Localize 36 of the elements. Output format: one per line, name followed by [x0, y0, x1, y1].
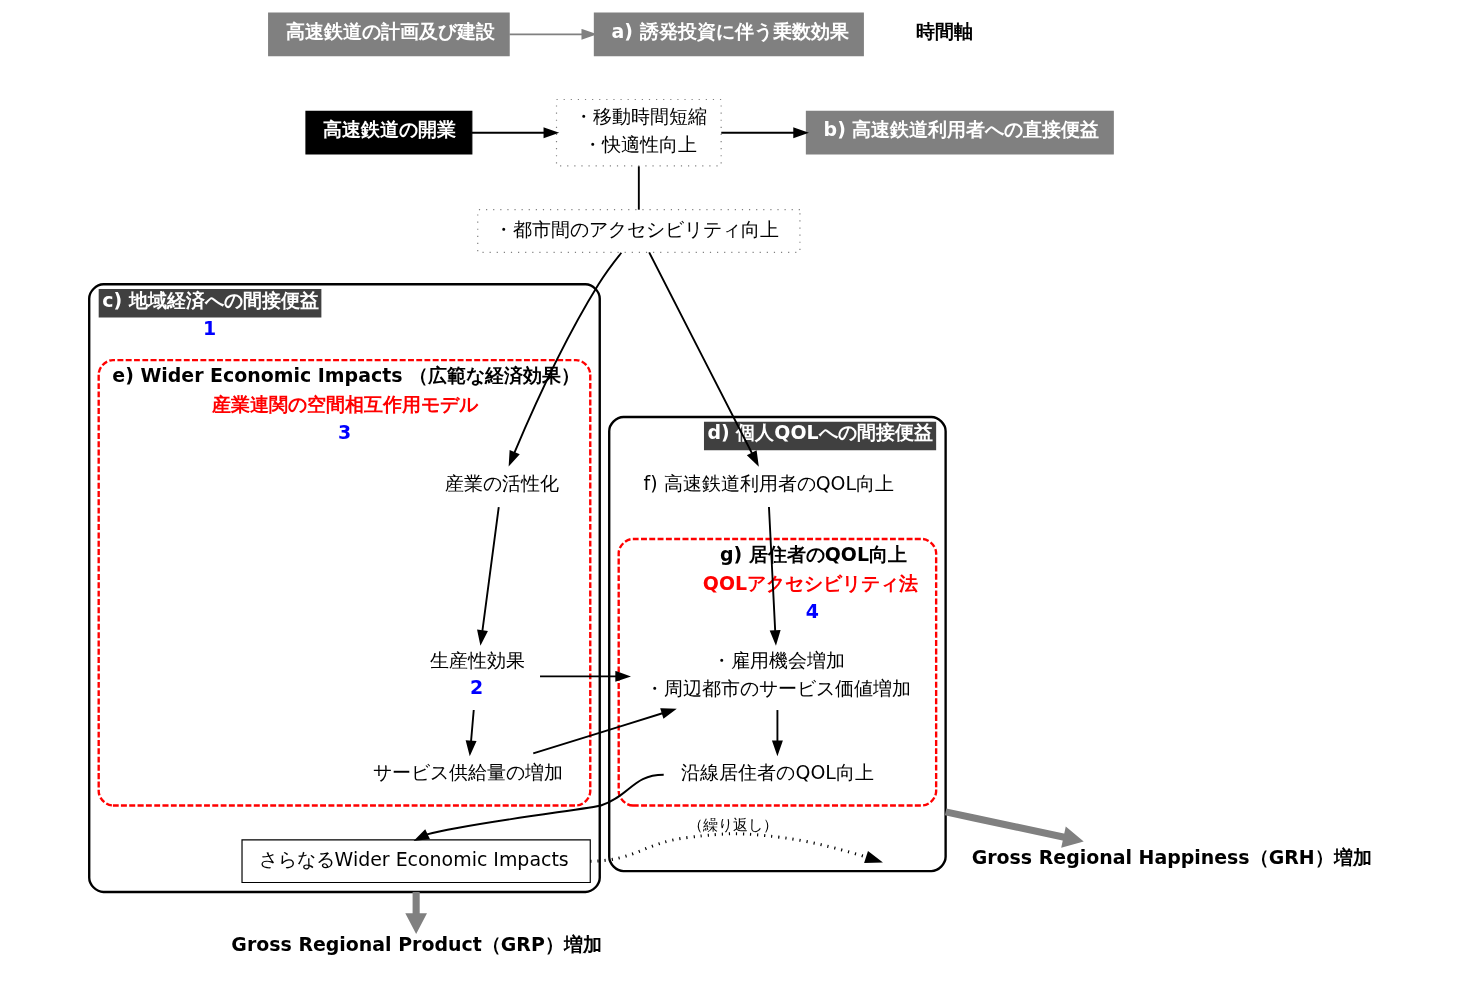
- node-label: 4: [805, 600, 820, 623]
- node-box: a) 誘発投資に伴う乗数効果: [593, 12, 864, 57]
- label: 時間軸: [916, 19, 974, 42]
- node-text: ・雇用機会増加 ・周辺都市のサービス価値増加: [644, 648, 911, 700]
- node-box: 高速鉄道の計画及び建設: [268, 12, 510, 57]
- arrow: [465, 709, 477, 757]
- node-box: ・都市間のアクセシビリティ向上: [477, 209, 801, 253]
- node-text: Gross Regional Product（GRP）増加: [231, 932, 602, 955]
- node-box: b) 高速鉄道利用者への直接便益: [805, 110, 1114, 155]
- node-text: 産業の活性化: [444, 472, 559, 495]
- connector: [637, 165, 640, 211]
- node-box: 高速鉄道の開業: [305, 110, 473, 155]
- node-text: 生産性効果: [430, 648, 526, 671]
- node-label: 2: [470, 675, 484, 698]
- arrow: [413, 773, 665, 842]
- arrow: [470, 127, 560, 139]
- node-text: Gross Regional Happiness（GRH）増加: [971, 846, 1372, 869]
- arrow: [720, 127, 809, 139]
- edge-label: （繰り返し）: [687, 815, 778, 834]
- arrow: [477, 506, 500, 646]
- arrow: [771, 709, 783, 757]
- node-label: 3: [337, 421, 352, 444]
- arrow: [405, 891, 427, 934]
- node-box: さらなるWider Economic Impacts: [241, 839, 591, 884]
- arrow: [508, 251, 623, 467]
- arrow: [539, 670, 631, 682]
- arrow: [532, 708, 677, 755]
- node-box: ・移動時間短縮 ・快適性向上: [555, 98, 722, 167]
- node-label: 1: [202, 317, 217, 339]
- arrow: [648, 251, 759, 467]
- arrow: [590, 832, 883, 863]
- node-label: 産業連関の空間相互作用モデル: [212, 392, 479, 415]
- arrow: [944, 808, 1084, 848]
- node-text: f) 高速鉄道利用者のQOL向上: [643, 472, 895, 495]
- node-text: 沿線居住者のQOL向上: [681, 761, 874, 784]
- node-text: サービス供給量の増加: [373, 761, 564, 784]
